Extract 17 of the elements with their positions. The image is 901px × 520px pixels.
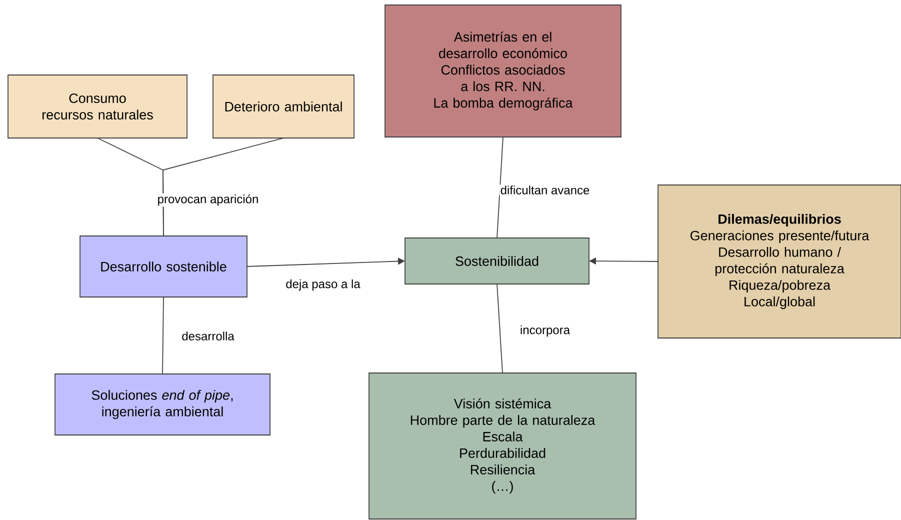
- edge-label: desarrolla: [180, 330, 236, 342]
- obstacle-box: Asimetrías en el desarrollo económico Conflictos asociados a los RR. NN. La bomba demográfica: [384, 4, 622, 138]
- dilemma-box: Dilemas/equilibrios Generaciones presente/futura Desarrollo humano / protección naturaleza Riqueza/pobreza Local/global: [658, 184, 901, 338]
- connector: [496, 136, 504, 238]
- edge-label: incorpora: [519, 324, 572, 338]
- edge-label: deja paso a la: [284, 278, 362, 292]
- connector: [162, 296, 164, 374]
- cause-box: Deterioro ambiental: [212, 74, 354, 138]
- edge-label: dificultan avance: [499, 184, 591, 196]
- cause-box: Consumo recursos naturales: [8, 74, 188, 138]
- connector: [162, 138, 284, 236]
- principles-box: Visión sistémica Hombre parte de la naturaleza Escala Perdurabilidad Resiliencia (…): [368, 372, 636, 520]
- concept-box: Desarrollo sostenible: [80, 236, 248, 298]
- concept-box: Sostenibilidad: [404, 238, 590, 284]
- concept-box: Soluciones end of pipe, ingeniería ambiental: [54, 374, 270, 436]
- edge-label: provocan aparición: [156, 193, 260, 207]
- connector: [496, 284, 503, 374]
